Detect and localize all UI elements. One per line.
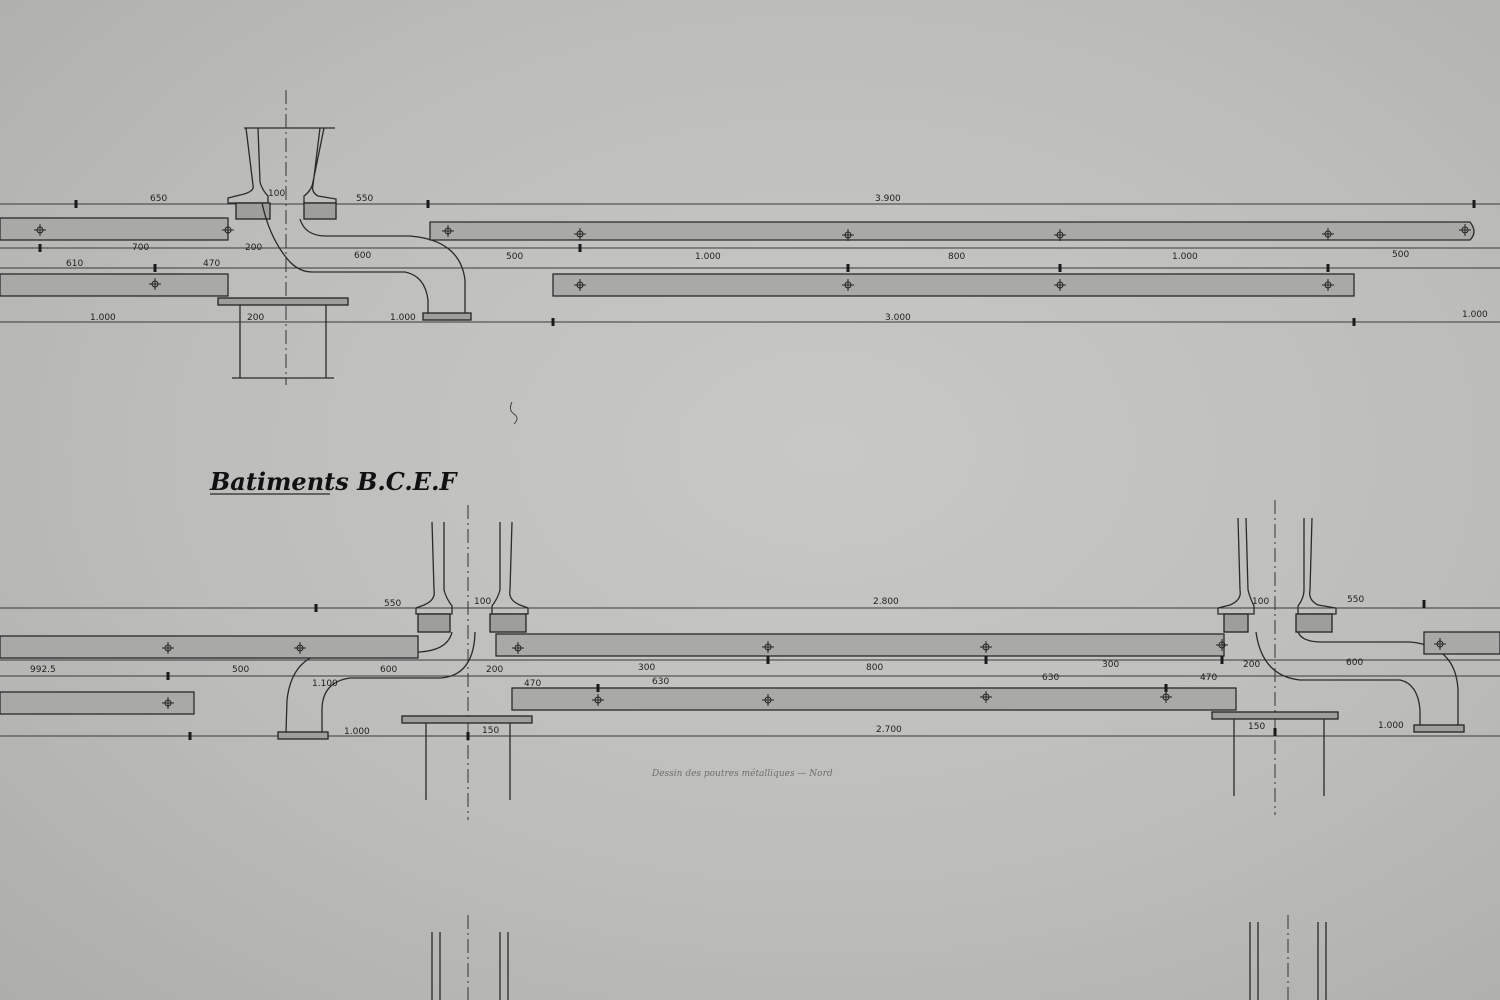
top-column-base-plate: [217, 297, 349, 306]
dim-label: 550: [1347, 595, 1364, 605]
bottom-beam-far-left-upper: [0, 635, 419, 659]
bottom-left-plate-left: [417, 613, 451, 633]
dim-label: 200: [1243, 660, 1260, 670]
dim-label: 1.000: [1172, 252, 1198, 262]
drawing-title: Batiments B.C.E.F: [209, 467, 458, 496]
bottom-left-plate-right: [489, 613, 527, 633]
bottom-column-left-upper: [415, 505, 529, 820]
dim-label: 470: [524, 679, 541, 689]
dim-label: 300: [638, 663, 655, 673]
top-column-upper: [227, 90, 337, 385]
bottom-right-bracket-inner: [1255, 631, 1421, 725]
dim-label: 100: [474, 597, 491, 607]
top-curved-bracket-outer: [299, 218, 466, 313]
dim-label: 500: [1392, 250, 1409, 260]
dim-label: 470: [203, 259, 220, 269]
dim-label: 300: [1102, 660, 1119, 670]
bottom-left-bracket-base: [277, 731, 329, 740]
dim-label: 1.100: [312, 679, 338, 689]
top-column-lower: [232, 305, 334, 379]
bottom-left-bracket-inner: [321, 631, 476, 732]
top-bolt-marks: [34, 224, 1471, 291]
dim-label: 600: [354, 251, 371, 261]
bottom-beam-far-right-upper: [1423, 631, 1500, 655]
dim-label: 992.5: [30, 665, 56, 675]
top-elevation: 650 100 550 3.900 700 200 600 500 1.000 …: [0, 90, 1500, 385]
faint-annotation: Dessin des poutres métalliques — Nord: [651, 768, 833, 779]
dim-label: 2.700: [876, 725, 902, 735]
top-connection-plate-left: [235, 202, 271, 220]
dim-label: 550: [384, 599, 401, 609]
bottom-left-base-plate: [401, 715, 533, 724]
dim-label: 150: [1248, 722, 1265, 732]
top-beam-right-lower: [552, 273, 1355, 297]
pencil-mark: [509, 401, 518, 425]
top-beam-left-upper: [0, 217, 229, 241]
bottom-column-right-upper: [1217, 500, 1337, 815]
dim-label: 200: [486, 665, 503, 675]
bottom-elevation: 550 100 2.800 100 550 992.5 500 600 200 …: [0, 500, 1500, 820]
bottom-column-right-lower: [1233, 719, 1325, 796]
top-beam-left-lower: [0, 273, 229, 297]
top-dimension-ticks: [38, 200, 1476, 326]
bottom-beam-far-left-lower: [0, 691, 195, 715]
dim-label: 1.000: [344, 727, 370, 737]
bottom-beam-middle-lower: [511, 687, 1237, 711]
dim-label: 630: [652, 677, 669, 687]
bottom-right-plate-left: [1223, 613, 1249, 633]
bottom-dimension-ticks: [166, 600, 1426, 740]
dim-label: 100: [268, 189, 285, 199]
dim-label: 1.000: [695, 252, 721, 262]
dim-label: 1.000: [1378, 721, 1404, 731]
lower-partial-columns: [431, 915, 1327, 1000]
dim-label: 600: [380, 665, 397, 675]
bottom-beam-middle-upper: [495, 633, 1225, 657]
dim-label: 200: [245, 243, 262, 253]
dim-label: 500: [506, 252, 523, 262]
dim-label: 100: [1252, 597, 1269, 607]
dim-label: 1.000: [90, 313, 116, 323]
dim-label: 1.000: [390, 313, 416, 323]
top-connection-plate-right: [303, 202, 337, 220]
dim-label: 630: [1042, 673, 1059, 683]
dim-label: 800: [866, 663, 883, 673]
bottom-column-left-lower: [425, 723, 511, 800]
dim-label: 2.800: [873, 597, 899, 607]
dim-label: 3.900: [875, 194, 901, 204]
bottom-right-plate-right: [1295, 613, 1333, 633]
top-beam-right-upper: [429, 221, 1475, 241]
top-curved-bracket-inner: [261, 202, 429, 313]
dim-label: 470: [1200, 673, 1217, 683]
dim-label: 650: [150, 194, 167, 204]
dim-label: 500: [232, 665, 249, 675]
bottom-right-bracket-outer: [1297, 631, 1459, 725]
top-bracket-base-plate: [422, 312, 472, 321]
dim-label: 1.000: [1462, 310, 1488, 320]
dim-label: 550: [356, 194, 373, 204]
bottom-right-bracket-base: [1413, 724, 1465, 733]
dim-label: 700: [132, 243, 149, 253]
dim-label: 3.000: [885, 313, 911, 323]
dim-label: 200: [247, 313, 264, 323]
dim-label: 600: [1346, 658, 1363, 668]
dim-label: 150: [482, 726, 499, 736]
bottom-bolt-marks: [162, 638, 1446, 709]
dim-label: 800: [948, 252, 965, 262]
bottom-right-base-plate: [1211, 711, 1339, 720]
dim-label: 610: [66, 259, 83, 269]
